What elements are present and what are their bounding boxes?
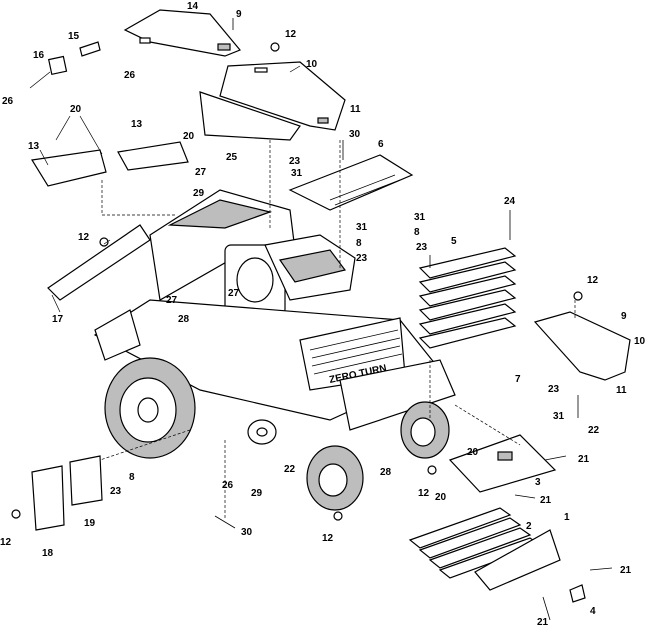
callout: 3 [535,477,541,488]
callout: 10 [634,336,646,347]
rear-cowl-panel [123,9,241,57]
assembly-lines [99,140,576,520]
front-caster-left [306,445,364,511]
right-side-panel [533,311,631,381]
rear-drive-wheel [104,357,196,459]
callout: 25 [226,152,238,163]
floor-plate-center [117,141,189,171]
callout: 1 [564,512,570,523]
callout: 4 [590,606,596,617]
callout: 9 [621,311,627,322]
callout: 27 [166,295,178,306]
callout: 26 [2,96,14,107]
callout: 15 [68,31,80,42]
floor-plate-left [31,149,107,187]
callout-leaders [39,65,301,313]
callout: 8 [129,472,135,483]
callout: 11 [616,385,627,396]
callout: 22 [588,425,600,436]
callout: 23 [548,384,560,395]
callout: 23 [289,156,301,167]
callout: 12 [418,488,430,499]
callout: 20 [70,104,82,115]
callout: 28 [380,467,392,478]
side-shroud-panel [199,61,346,141]
callout: 21 [537,617,549,627]
callout: 30 [241,527,253,538]
left-side-panel [47,224,151,301]
front-caster-right [400,401,450,459]
drive-pulley [247,419,277,445]
callout: 9 [236,9,242,20]
callout: 18 [42,548,54,559]
hydraulic-shield-front [69,455,103,506]
callout: 13 [28,141,40,152]
callout: 6 [378,139,384,150]
weight-clip [569,584,586,603]
callout: 12 [322,533,334,544]
callout: 27 [228,288,240,299]
callout: 23 [416,242,428,253]
callout: 23 [356,253,368,264]
front-weight-plates [408,507,561,591]
callout: 26 [124,70,136,81]
callout: 20 [435,492,447,503]
callout: 8 [414,227,420,238]
callout: 23 [110,486,122,497]
callout: 26 [222,480,234,491]
callout: 20 [183,131,195,142]
callout: 14 [187,1,199,12]
hinge-bracket [29,41,101,89]
callout: 31 [553,411,565,422]
callout: 12 [587,275,599,286]
callout: 31 [414,212,426,223]
callout: 16 [33,50,45,61]
callout: 24 [504,196,516,207]
callout: 21 [578,454,590,465]
callout: 29 [251,488,263,499]
callout: 28 [178,314,190,325]
callout: 12 [0,537,12,548]
callout: 17 [52,314,64,325]
callout: 21 [620,565,632,576]
callout: 8 [356,238,362,249]
callout: 29 [193,188,205,199]
callout: 11 [350,104,361,115]
callout: 20 [467,447,479,458]
callout: 31 [356,222,368,233]
callout: 21 [540,495,552,506]
callout: 5 [451,236,457,247]
callout: 13 [131,119,143,130]
callout: 12 [78,232,90,243]
callout: 2 [526,521,532,532]
callout: 12 [285,29,297,40]
mower-chassis: ZERO TURN [93,189,456,431]
callout: 10 [306,59,318,70]
fasteners [11,18,613,621]
front-grill-slots [309,329,403,375]
hydraulic-shield-rear [31,465,65,531]
seat-pan-panel [288,154,414,211]
callout: 7 [515,374,521,385]
weight-plates-stack [418,247,517,349]
callout: 22 [284,464,296,475]
callout: 31 [291,168,303,179]
callout: 19 [84,518,96,529]
callout: 27 [195,167,207,178]
callout: 30 [349,129,361,140]
front-bumper [448,434,557,493]
